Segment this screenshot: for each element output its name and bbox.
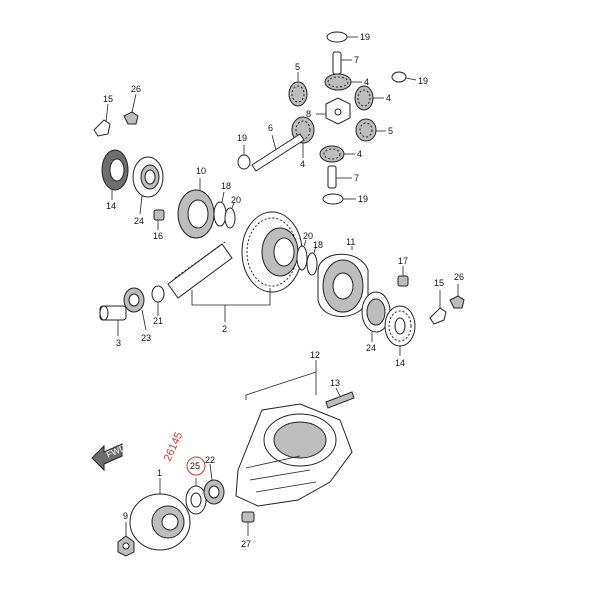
callout-15-left: 15: [103, 94, 113, 104]
callout-4-bottom: 4: [357, 149, 362, 159]
thrust-washer-bottom: [322, 193, 344, 205]
callout-5-right: 5: [388, 126, 393, 136]
callout-17: 17: [398, 256, 408, 266]
bolt-left: [123, 111, 139, 125]
callout-2: 2: [222, 324, 227, 334]
forward-direction-indicator: FWD: [91, 442, 128, 472]
callout-4-top: 4: [364, 77, 369, 87]
pinion-front-parts: [99, 285, 165, 336]
callout-11: 11: [346, 237, 355, 247]
side-gear-right: [355, 118, 377, 142]
callout-21: 21: [153, 316, 163, 326]
thrust-washer-top: [326, 31, 348, 43]
callout-8: 8: [306, 109, 311, 119]
handwritten-note-text: 26145: [162, 430, 185, 463]
left-axle-parts: [93, 93, 165, 230]
callout-26-left: 26: [131, 84, 141, 94]
callout-labels: 19 7 4 19 5 4 8 6 19 5 4 4 7 19 15 26 14…: [103, 32, 464, 549]
callout-24-left: 24: [134, 216, 144, 226]
fwd-arrow-icon: [91, 443, 123, 472]
gear-housing-parts: [177, 178, 236, 239]
bolt-right: [449, 295, 465, 309]
shim-18-right: [306, 252, 318, 276]
thrust-washer-left: [237, 154, 251, 170]
callout-14-right: 14: [395, 358, 405, 368]
callout-12: 12: [310, 350, 320, 360]
bracket-left: [93, 119, 111, 137]
differential-case-parts: [296, 239, 465, 356]
callout-7-top: 7: [354, 55, 359, 65]
callout-22: 22: [205, 455, 215, 465]
through-bolt-13: [325, 391, 355, 409]
pin-top: [332, 51, 342, 75]
callout-19-top: 19: [360, 32, 370, 42]
callout-27: 27: [241, 539, 251, 549]
callout-19-left: 19: [237, 133, 247, 143]
callout-1: 1: [157, 468, 162, 478]
pin-bottom: [327, 165, 337, 189]
callout-4-right: 4: [386, 93, 391, 103]
callout-19-bottom: 19: [358, 194, 368, 204]
callout-20-left: 20: [231, 195, 241, 205]
callout-9: 9: [123, 511, 128, 521]
shim-20-right: [296, 245, 308, 271]
carrier-assembly: [117, 360, 355, 557]
callout-24-right: 24: [366, 343, 376, 353]
pinion-gear-top: [324, 73, 352, 91]
bolt-17: [397, 275, 409, 287]
callout-13: 13: [330, 378, 340, 388]
callout-23: 23: [141, 333, 151, 343]
highlight-circle-25: [186, 456, 206, 476]
callout-20-right: 20: [303, 231, 313, 241]
callout-16: 16: [153, 231, 163, 241]
callout-26-right: 26: [454, 272, 464, 282]
callout-6: 6: [268, 123, 273, 133]
callout-3: 3: [116, 338, 121, 348]
shim-18-left: [213, 201, 227, 227]
callout-14-left: 14: [106, 201, 116, 211]
bracket-right: [429, 307, 447, 325]
callout-25: 25: [190, 461, 200, 471]
callout-4-left: 4: [300, 159, 305, 169]
callout-15-right: 15: [434, 278, 444, 288]
bolt-27: [241, 511, 255, 523]
callout-19-right: 19: [418, 76, 428, 86]
bolt-16: [153, 209, 165, 221]
drive-pinion-shaft: [167, 243, 233, 299]
callout-18-left: 18: [221, 181, 231, 191]
ring-gear-pinion-set: [167, 211, 303, 322]
thrust-washer-right: [391, 71, 407, 83]
callout-7-bottom: 7: [354, 173, 359, 183]
callout-18-right: 18: [313, 240, 323, 250]
callout-5-top: 5: [295, 62, 300, 72]
callout-10: 10: [196, 166, 206, 176]
pinion-shaft: [251, 133, 305, 172]
differential-gear-cluster: [237, 31, 417, 205]
shim-20-left: [224, 207, 236, 229]
collapsible-spacer: [151, 285, 165, 303]
